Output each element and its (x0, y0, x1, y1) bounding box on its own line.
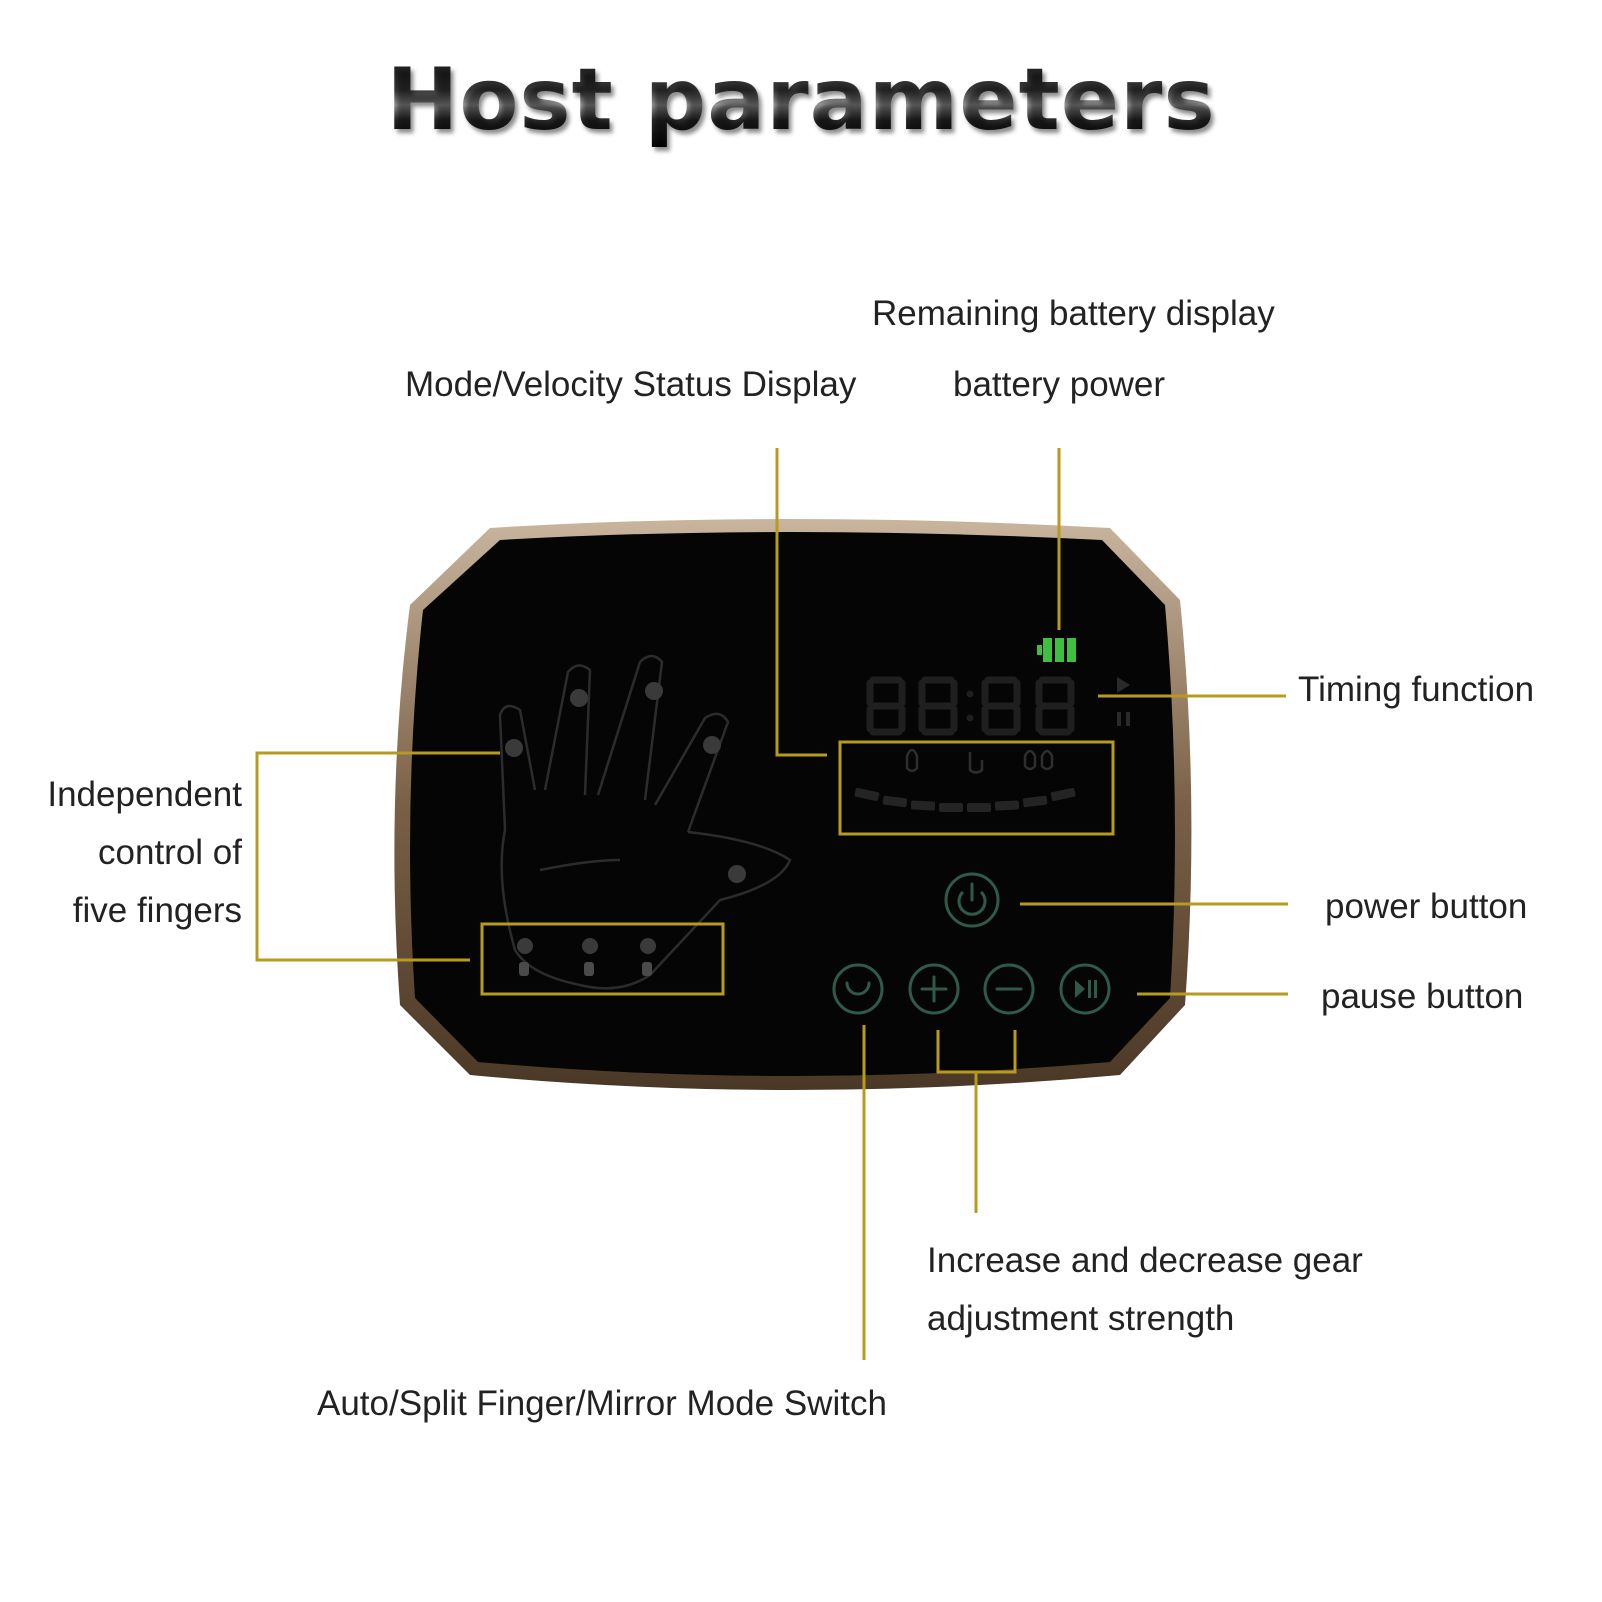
timer-display (866, 676, 1075, 736)
finger-mode-icons (519, 962, 652, 976)
callout-increase-decrease (936, 1030, 1017, 1213)
mode-switch-icon (845, 981, 871, 996)
timer-colon (966, 690, 974, 722)
battery-icon (1037, 638, 1076, 662)
label-power-button: power button (1325, 887, 1528, 926)
play-pause-indicator-icon (1117, 677, 1130, 726)
label-mode-velocity: Mode/Velocity Status Display (405, 365, 857, 404)
mode-switch-button[interactable] (832, 963, 884, 1015)
power-icon (957, 882, 987, 916)
play-pause-icon (1075, 980, 1097, 998)
page-title: Host parameters (0, 50, 1602, 150)
label-timing-function: Timing function (1298, 670, 1535, 709)
mode-status-icons (905, 748, 1054, 774)
callout-independent (255, 751, 500, 962)
velocity-bar-segments (854, 787, 1076, 812)
plus-icon (920, 975, 948, 1003)
finger-dots (505, 682, 746, 954)
hand-outline-icon (498, 654, 792, 990)
increase-button[interactable] (908, 963, 960, 1015)
label-battery-power: battery power (953, 365, 1166, 404)
device-screen (410, 532, 1175, 1076)
label-pause-button: pause button (1321, 977, 1524, 1016)
callout-box-fingers (480, 922, 725, 996)
label-independent-control: Independent control of five fingers (47, 775, 242, 930)
label-remaining-battery: Remaining battery display (872, 294, 1275, 333)
power-button[interactable] (944, 872, 1000, 928)
callout-mode-velocity (775, 448, 827, 757)
callout-lines (255, 448, 1288, 1360)
callout-box-status (838, 740, 1115, 836)
label-mode-switch: Auto/Split Finger/Mirror Mode Switch (317, 1384, 887, 1423)
decrease-button[interactable] (983, 963, 1035, 1015)
pause-button[interactable] (1059, 963, 1111, 1015)
label-increase-decrease: Increase and decrease gear adjustment st… (927, 1241, 1363, 1338)
